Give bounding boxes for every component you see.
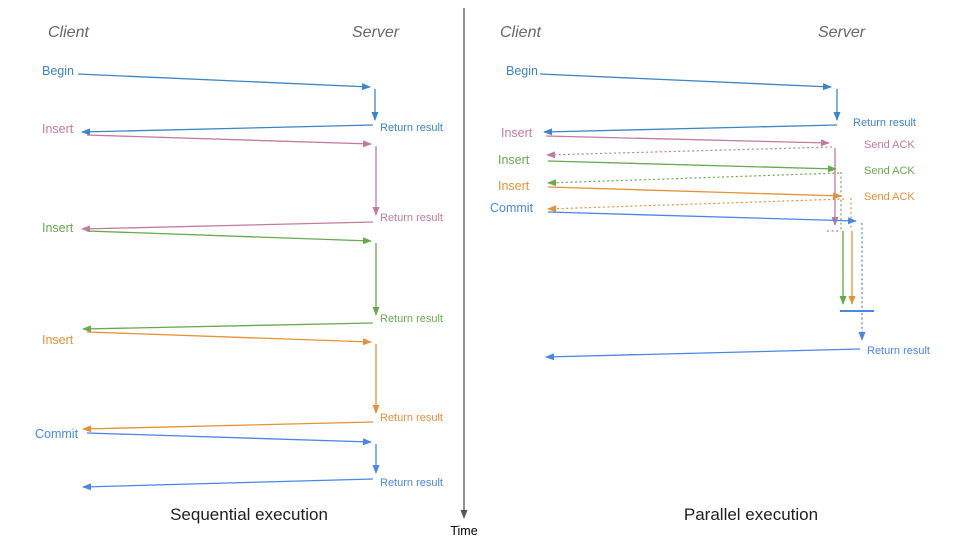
- par-op-insert2: Insert Send ACK: [498, 153, 915, 305]
- seq-server-header: Server: [352, 24, 400, 41]
- parallel-title: Parallel execution: [684, 505, 818, 524]
- par-commit-label: Commit: [490, 201, 534, 215]
- seq-insert2-return-arrow: [82, 322, 374, 333]
- seq-begin-return-arrow: [81, 124, 374, 136]
- par-commit-return-arrow: [545, 348, 861, 361]
- par-insert1-label: Insert: [501, 126, 533, 140]
- seq-commit-label: Commit: [35, 427, 79, 441]
- seq-begin-return-label: Return result: [380, 122, 443, 134]
- par-commit-request-arrow: [547, 211, 857, 225]
- seq-insert3-return-label: Return result: [380, 412, 443, 424]
- seq-insert1-label: Insert: [42, 122, 74, 136]
- par-insert2-ack-label: Send ACK: [864, 165, 915, 177]
- seq-insert1-request-arrow: [86, 134, 372, 148]
- time-axis-label: Time: [450, 524, 477, 538]
- seq-op-begin: Begin Return result: [42, 64, 443, 136]
- seq-insert2-request-arrow: [86, 230, 372, 245]
- par-begin-return-label: Return result: [853, 117, 916, 129]
- seq-begin-label: Begin: [42, 64, 74, 78]
- par-op-commit: Commit Return result: [490, 201, 930, 361]
- seq-client-header: Client: [48, 24, 89, 41]
- seq-insert3-label: Insert: [42, 333, 74, 347]
- seq-insert2-label: Insert: [42, 221, 74, 235]
- seq-insert1-return-label: Return result: [380, 212, 443, 224]
- seq-commit-return-label: Return result: [380, 477, 443, 489]
- par-begin-return-arrow: [543, 124, 838, 136]
- par-begin-request-arrow: [539, 73, 832, 91]
- seq-insert1-return-arrow: [81, 221, 374, 233]
- par-server-header: Server: [818, 24, 866, 41]
- par-insert3-label: Insert: [498, 179, 530, 193]
- par-op-insert3: Insert Send ACK: [498, 179, 915, 305]
- seq-begin-request-arrow: [77, 73, 371, 91]
- seq-insert3-request-arrow: [86, 331, 372, 346]
- par-begin-label: Begin: [506, 64, 538, 78]
- par-insert1-request-arrow: [545, 135, 830, 147]
- parallel-diagram: Client Server Begin Return result Insert…: [490, 24, 930, 524]
- par-insert3-ack-label: Send ACK: [864, 191, 915, 203]
- par-insert1-ack-label: Send ACK: [864, 139, 915, 151]
- sequential-title: Sequential execution: [170, 505, 328, 524]
- par-insert3-ack-arrow: [547, 198, 845, 213]
- par-insert3-request-arrow: [547, 186, 842, 200]
- par-op-insert1: Insert Send ACK: [501, 126, 915, 232]
- par-insert2-label: Insert: [498, 153, 530, 167]
- time-axis: Time: [450, 8, 478, 538]
- par-op-begin: Begin Return result: [506, 64, 916, 136]
- seq-op-insert1: Insert Return result: [42, 122, 443, 233]
- par-insert2-request-arrow: [547, 160, 837, 173]
- seq-op-commit: Commit Return result: [35, 427, 443, 491]
- seq-commit-return-arrow: [82, 478, 374, 491]
- par-client-header: Client: [500, 24, 541, 41]
- seq-insert3-return-arrow: [82, 421, 374, 433]
- par-insert1-ack-arrow: [546, 146, 833, 159]
- seq-commit-request-arrow: [86, 432, 372, 446]
- seq-insert2-return-label: Return result: [380, 313, 443, 325]
- seq-op-insert2: Insert Return result: [42, 221, 443, 333]
- par-final-return-label: Return result: [867, 345, 930, 357]
- seq-op-insert3: Insert Return result: [42, 331, 443, 433]
- par-insert2-ack-arrow: [547, 172, 840, 187]
- sequential-diagram: Client Server Begin Return result Insert…: [35, 24, 443, 524]
